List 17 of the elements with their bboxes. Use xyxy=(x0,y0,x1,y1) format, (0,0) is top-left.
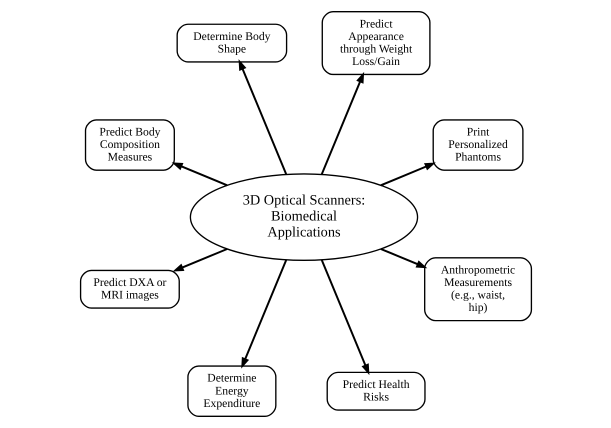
arrow xyxy=(172,248,227,272)
arrow xyxy=(238,59,287,174)
node-box: Print Personalized Phantoms xyxy=(432,119,524,171)
node-box: Determine Body Shape xyxy=(176,24,287,63)
node-box: Predict Health Risks xyxy=(326,372,426,411)
arrow xyxy=(320,260,369,376)
arrow xyxy=(380,248,427,268)
node-ellipse: 3D Optical Scanners: Biomedical Applications xyxy=(189,173,418,262)
arrow xyxy=(380,162,436,186)
node-box: Predict Body Composition Measures xyxy=(84,119,174,171)
arrow xyxy=(171,162,227,186)
arrow xyxy=(240,260,287,369)
node-box: Predict DXA or MRI images xyxy=(79,270,180,309)
node-box: Anthropometric Measurements (e.g., waist, hip) xyxy=(424,257,532,322)
arrow xyxy=(320,72,364,174)
node-box: Predict Appearance through Weight Loss/Gain xyxy=(321,11,430,76)
node-box: Determine Energy Expenditure xyxy=(186,365,276,417)
